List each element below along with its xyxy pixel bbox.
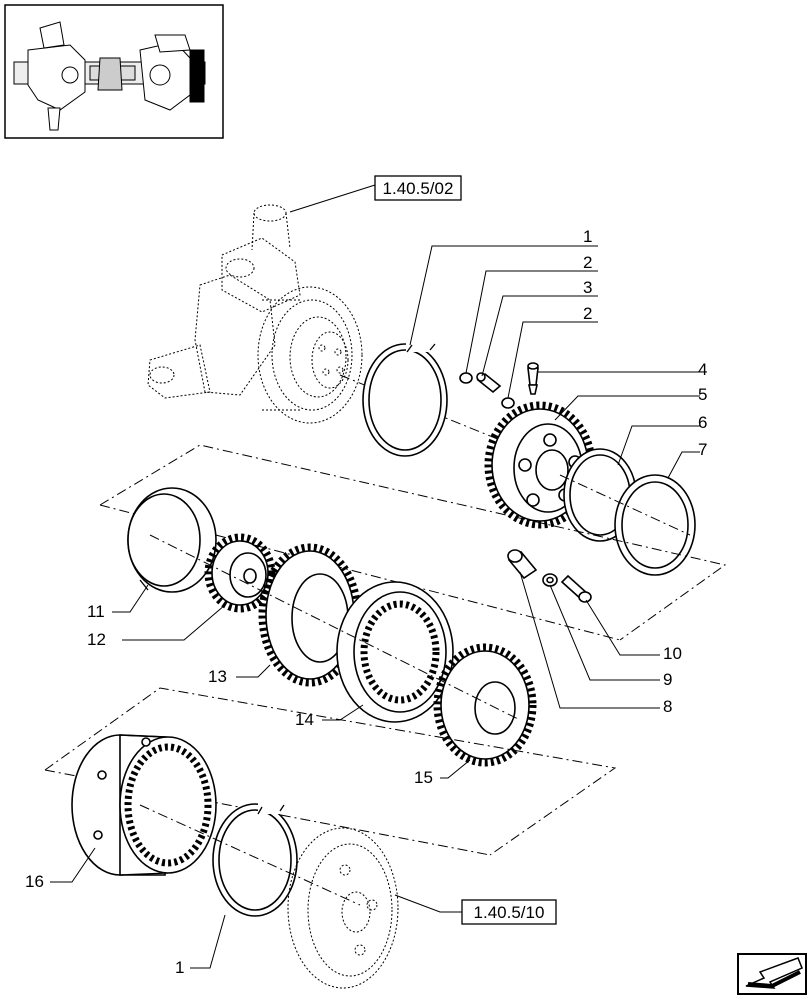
thrust-ring-7 xyxy=(614,474,696,576)
bolt xyxy=(560,574,592,603)
splined-sleeve-14 xyxy=(336,581,454,723)
callout-7: 7 xyxy=(698,440,707,459)
o-ring-upper xyxy=(459,372,473,384)
callout-1-top: 1 xyxy=(583,227,592,246)
o-ring-lower xyxy=(501,397,515,409)
next-page-arrow-icon[interactable] xyxy=(737,953,807,995)
grease-nipple xyxy=(527,362,539,395)
bearing-ring-11 xyxy=(127,487,217,593)
callout-10: 10 xyxy=(663,644,682,663)
callout-3: 3 xyxy=(583,278,592,297)
callout-2-lower: 2 xyxy=(583,304,592,323)
callout-9: 9 xyxy=(663,670,672,689)
ref-box-carrier[interactable]: 1.40.5/10 xyxy=(461,899,557,925)
callout-2-upper: 2 xyxy=(583,253,592,272)
dowel-pin xyxy=(476,372,502,394)
callout-14: 14 xyxy=(295,710,314,729)
callout-1-bottom: 1 xyxy=(175,958,184,977)
snap-ring-upper xyxy=(362,338,448,457)
sun-gear-12 xyxy=(204,533,276,613)
carrier-cover-phantom xyxy=(287,827,399,989)
callout-13: 13 xyxy=(208,667,227,686)
steering-knuckle-phantom xyxy=(147,204,363,424)
snap-ring-lower xyxy=(212,800,298,917)
callout-6: 6 xyxy=(698,413,707,432)
callout-5: 5 xyxy=(698,385,707,404)
spacer-bushing xyxy=(507,549,538,580)
callout-12: 12 xyxy=(87,630,106,649)
callout-15: 15 xyxy=(414,768,433,787)
leader-lines xyxy=(50,245,700,969)
ring-gear-13 xyxy=(258,543,362,687)
ref-label-knuckle: 1.40.5/02 xyxy=(383,179,454,198)
ref-label-carrier: 1.40.5/10 xyxy=(474,903,545,922)
callout-4: 4 xyxy=(698,360,707,379)
callout-16: 16 xyxy=(25,872,44,891)
planet-gear-15 xyxy=(433,643,537,767)
ring-gear-housing-16 xyxy=(71,734,217,876)
ref-box-knuckle[interactable]: 1.40.5/02 xyxy=(374,175,462,201)
washer xyxy=(542,573,558,587)
callout-8: 8 xyxy=(663,697,672,716)
axle-thumbnail[interactable] xyxy=(4,4,224,139)
callout-11: 11 xyxy=(87,602,105,621)
